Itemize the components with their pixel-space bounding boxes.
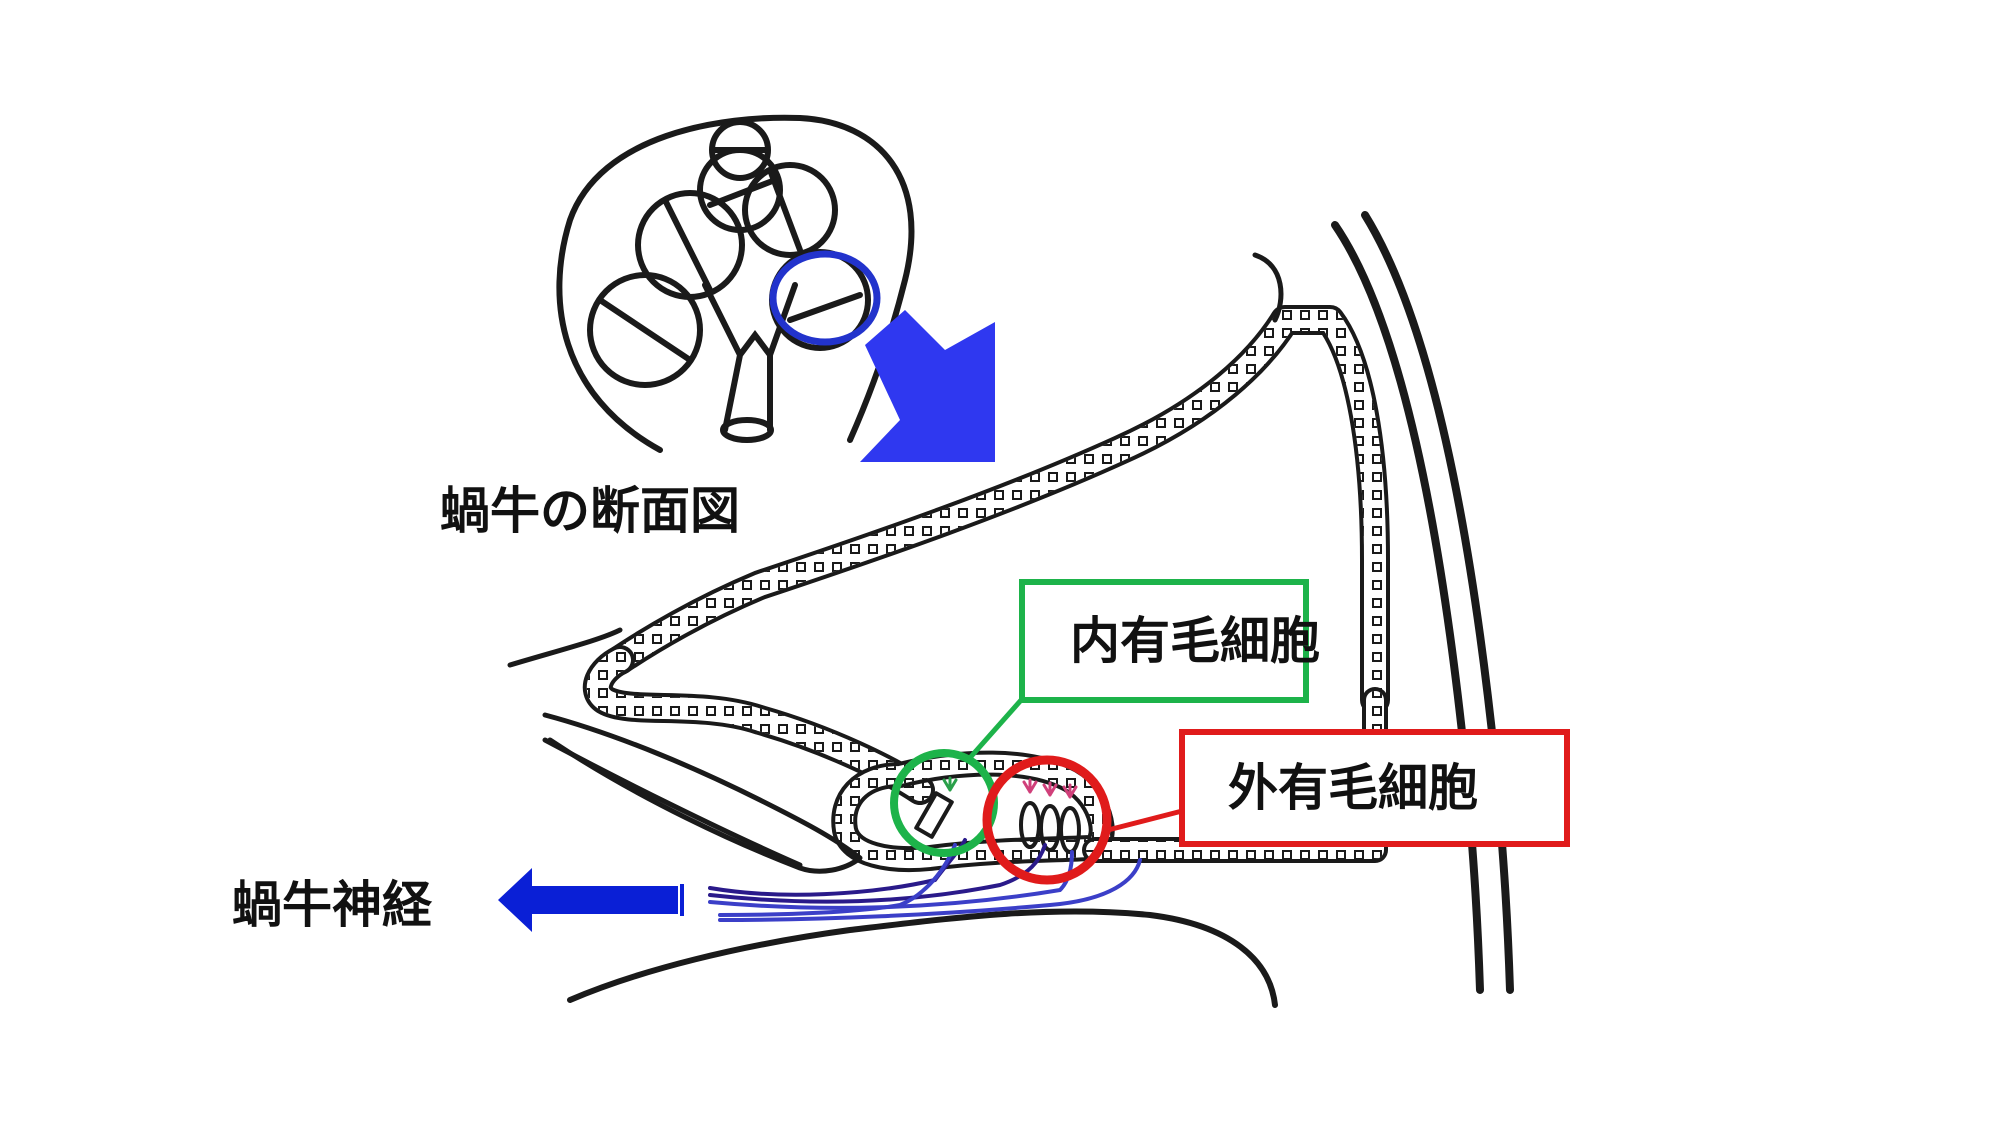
outer-wall-inner-line (1331, 221, 1484, 994)
inner-hair-bundle (942, 776, 958, 792)
turn-top-right (742, 162, 838, 258)
outer-hair-cells-label: 外有毛細胞 (1228, 759, 1478, 817)
outer-hair-bundles (1022, 778, 1078, 799)
cochlea-outer-outline (556, 114, 915, 453)
spiral-lamina-lower (542, 737, 803, 868)
outer-hair-cell-highlight (982, 755, 1112, 885)
inner-hair-cell (914, 791, 954, 839)
inner-hair-cells-label: 内有毛細胞 (1070, 612, 1320, 670)
cross-section-inset (556, 114, 915, 453)
modiolus-stem (702, 282, 798, 433)
cochlear-nerve-label: 蝸牛神経 (232, 876, 433, 934)
nerve-arrow-icon (498, 868, 684, 932)
inner-hair-cells-box (1019, 579, 1309, 703)
outer-callout-line (1107, 807, 1187, 833)
modiolus-base (720, 417, 774, 443)
locator-circle (769, 250, 881, 346)
spiral-lamina-upper (542, 712, 863, 874)
cross-section-label: 蝸牛の断面図 (440, 482, 740, 540)
turn-middle-left (635, 190, 745, 300)
outer-wall-outer-line (1361, 211, 1514, 994)
stria-outline (1252, 252, 1284, 323)
bony-floor (567, 908, 1278, 1008)
outer-hair-cells-box (1179, 729, 1570, 847)
zoom-arrow-icon (860, 310, 995, 462)
